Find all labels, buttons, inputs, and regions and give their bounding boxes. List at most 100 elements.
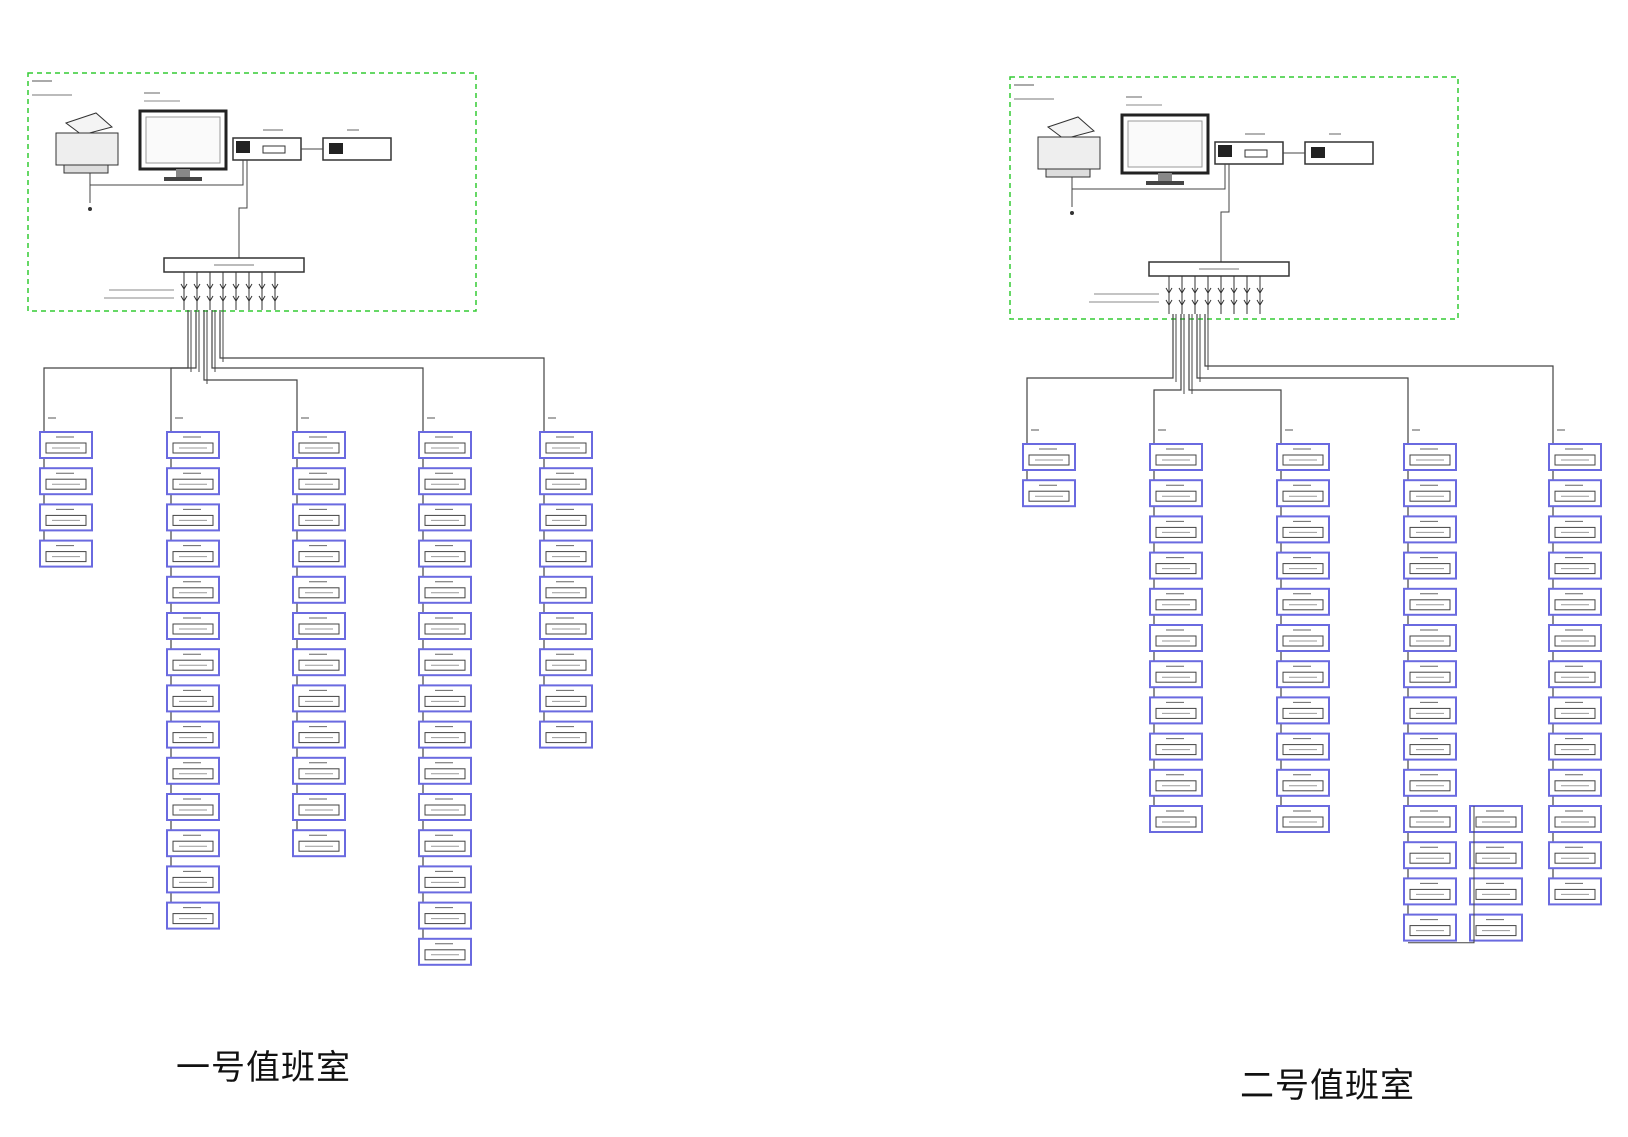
device-box xyxy=(1403,551,1457,580)
device-box xyxy=(292,829,346,858)
device-box xyxy=(292,503,346,532)
device-box xyxy=(292,648,346,677)
device-column-3 xyxy=(1188,314,1330,833)
bus-line xyxy=(1026,314,1174,503)
device-box xyxy=(39,431,93,459)
device-box xyxy=(1149,515,1203,544)
device-box xyxy=(539,720,593,749)
printer-link xyxy=(1071,164,1226,190)
device-column-2 xyxy=(1149,314,1203,833)
device-box xyxy=(539,612,593,640)
device-box xyxy=(166,648,220,677)
switch-icon xyxy=(1089,261,1290,314)
device-box xyxy=(418,756,472,785)
device-box xyxy=(1469,913,1523,942)
device-box xyxy=(1276,551,1330,580)
device-box xyxy=(1276,732,1330,761)
device-column-2 xyxy=(166,310,220,930)
device-box xyxy=(1149,443,1203,471)
device-box xyxy=(292,720,346,749)
host-switch-link xyxy=(238,160,248,258)
device-box xyxy=(1469,841,1523,870)
device-box xyxy=(418,829,472,858)
device-box xyxy=(166,720,220,749)
device-box xyxy=(1548,696,1602,725)
device-box xyxy=(166,431,220,459)
device-box xyxy=(1276,660,1330,689)
device-box xyxy=(1276,696,1330,725)
device-column-5 xyxy=(219,310,593,749)
device-box xyxy=(1548,624,1602,652)
device-box xyxy=(1149,551,1203,580)
device-box xyxy=(39,467,93,496)
device-box xyxy=(1276,515,1330,544)
device-box xyxy=(1469,877,1523,906)
control-room-frame xyxy=(1009,76,1459,320)
device-box xyxy=(418,539,472,568)
device-column-5 xyxy=(1204,314,1602,906)
device-box xyxy=(292,756,346,785)
device-box xyxy=(292,684,346,713)
device-box xyxy=(1276,443,1330,471)
room-1-diagram xyxy=(27,72,593,966)
device-box xyxy=(1403,732,1457,761)
device-box xyxy=(418,431,472,459)
device-box xyxy=(1149,768,1203,797)
device-box xyxy=(166,793,220,821)
device-box xyxy=(1548,660,1602,689)
device-box xyxy=(1403,696,1457,725)
device-box xyxy=(1548,587,1602,616)
monitor-icon xyxy=(138,92,228,181)
device-box xyxy=(1149,587,1203,616)
device-box xyxy=(1469,805,1523,833)
host-icon xyxy=(1214,133,1284,165)
printer-icon xyxy=(1037,116,1101,215)
device-box xyxy=(166,503,220,532)
device-box xyxy=(1403,877,1457,906)
room-2-label: 二号值班室 xyxy=(1240,1066,1415,1106)
device-box xyxy=(1548,515,1602,544)
device-box xyxy=(1548,551,1602,580)
device-box xyxy=(539,539,593,568)
device-column-4 xyxy=(211,310,472,966)
bus-line xyxy=(43,310,189,563)
ups-icon xyxy=(1304,133,1374,165)
device-box xyxy=(39,539,93,568)
device-box xyxy=(418,575,472,604)
overflow-link xyxy=(1408,806,1475,944)
device-box xyxy=(1403,913,1457,942)
device-box xyxy=(1548,479,1602,508)
device-box xyxy=(1022,443,1076,471)
device-box xyxy=(166,829,220,858)
device-box xyxy=(418,612,472,640)
device-box xyxy=(1149,732,1203,761)
bus-line xyxy=(219,310,545,744)
device-box xyxy=(539,575,593,604)
device-box xyxy=(1403,443,1457,471)
device-box xyxy=(1548,877,1602,906)
device-box xyxy=(539,648,593,677)
device-column-3 xyxy=(203,310,346,858)
device-box xyxy=(418,648,472,677)
device-box xyxy=(166,612,220,640)
device-box xyxy=(418,503,472,532)
printer-link xyxy=(89,160,244,186)
device-box xyxy=(292,793,346,821)
device-box xyxy=(166,865,220,894)
device-box xyxy=(1276,768,1330,797)
bus-line xyxy=(1196,314,1409,937)
device-box xyxy=(166,539,220,568)
host-switch-link xyxy=(1220,164,1230,262)
device-box xyxy=(292,467,346,496)
device-box xyxy=(292,539,346,568)
device-box xyxy=(1548,805,1602,833)
device-box xyxy=(418,901,472,930)
device-box xyxy=(1548,768,1602,797)
room-1-label: 一号值班室 xyxy=(176,1048,351,1088)
device-box xyxy=(1403,624,1457,652)
device-box xyxy=(418,467,472,496)
device-box xyxy=(1548,732,1602,761)
control-room-frame xyxy=(27,72,477,312)
device-box xyxy=(539,431,593,459)
room-2-diagram xyxy=(1009,76,1602,944)
